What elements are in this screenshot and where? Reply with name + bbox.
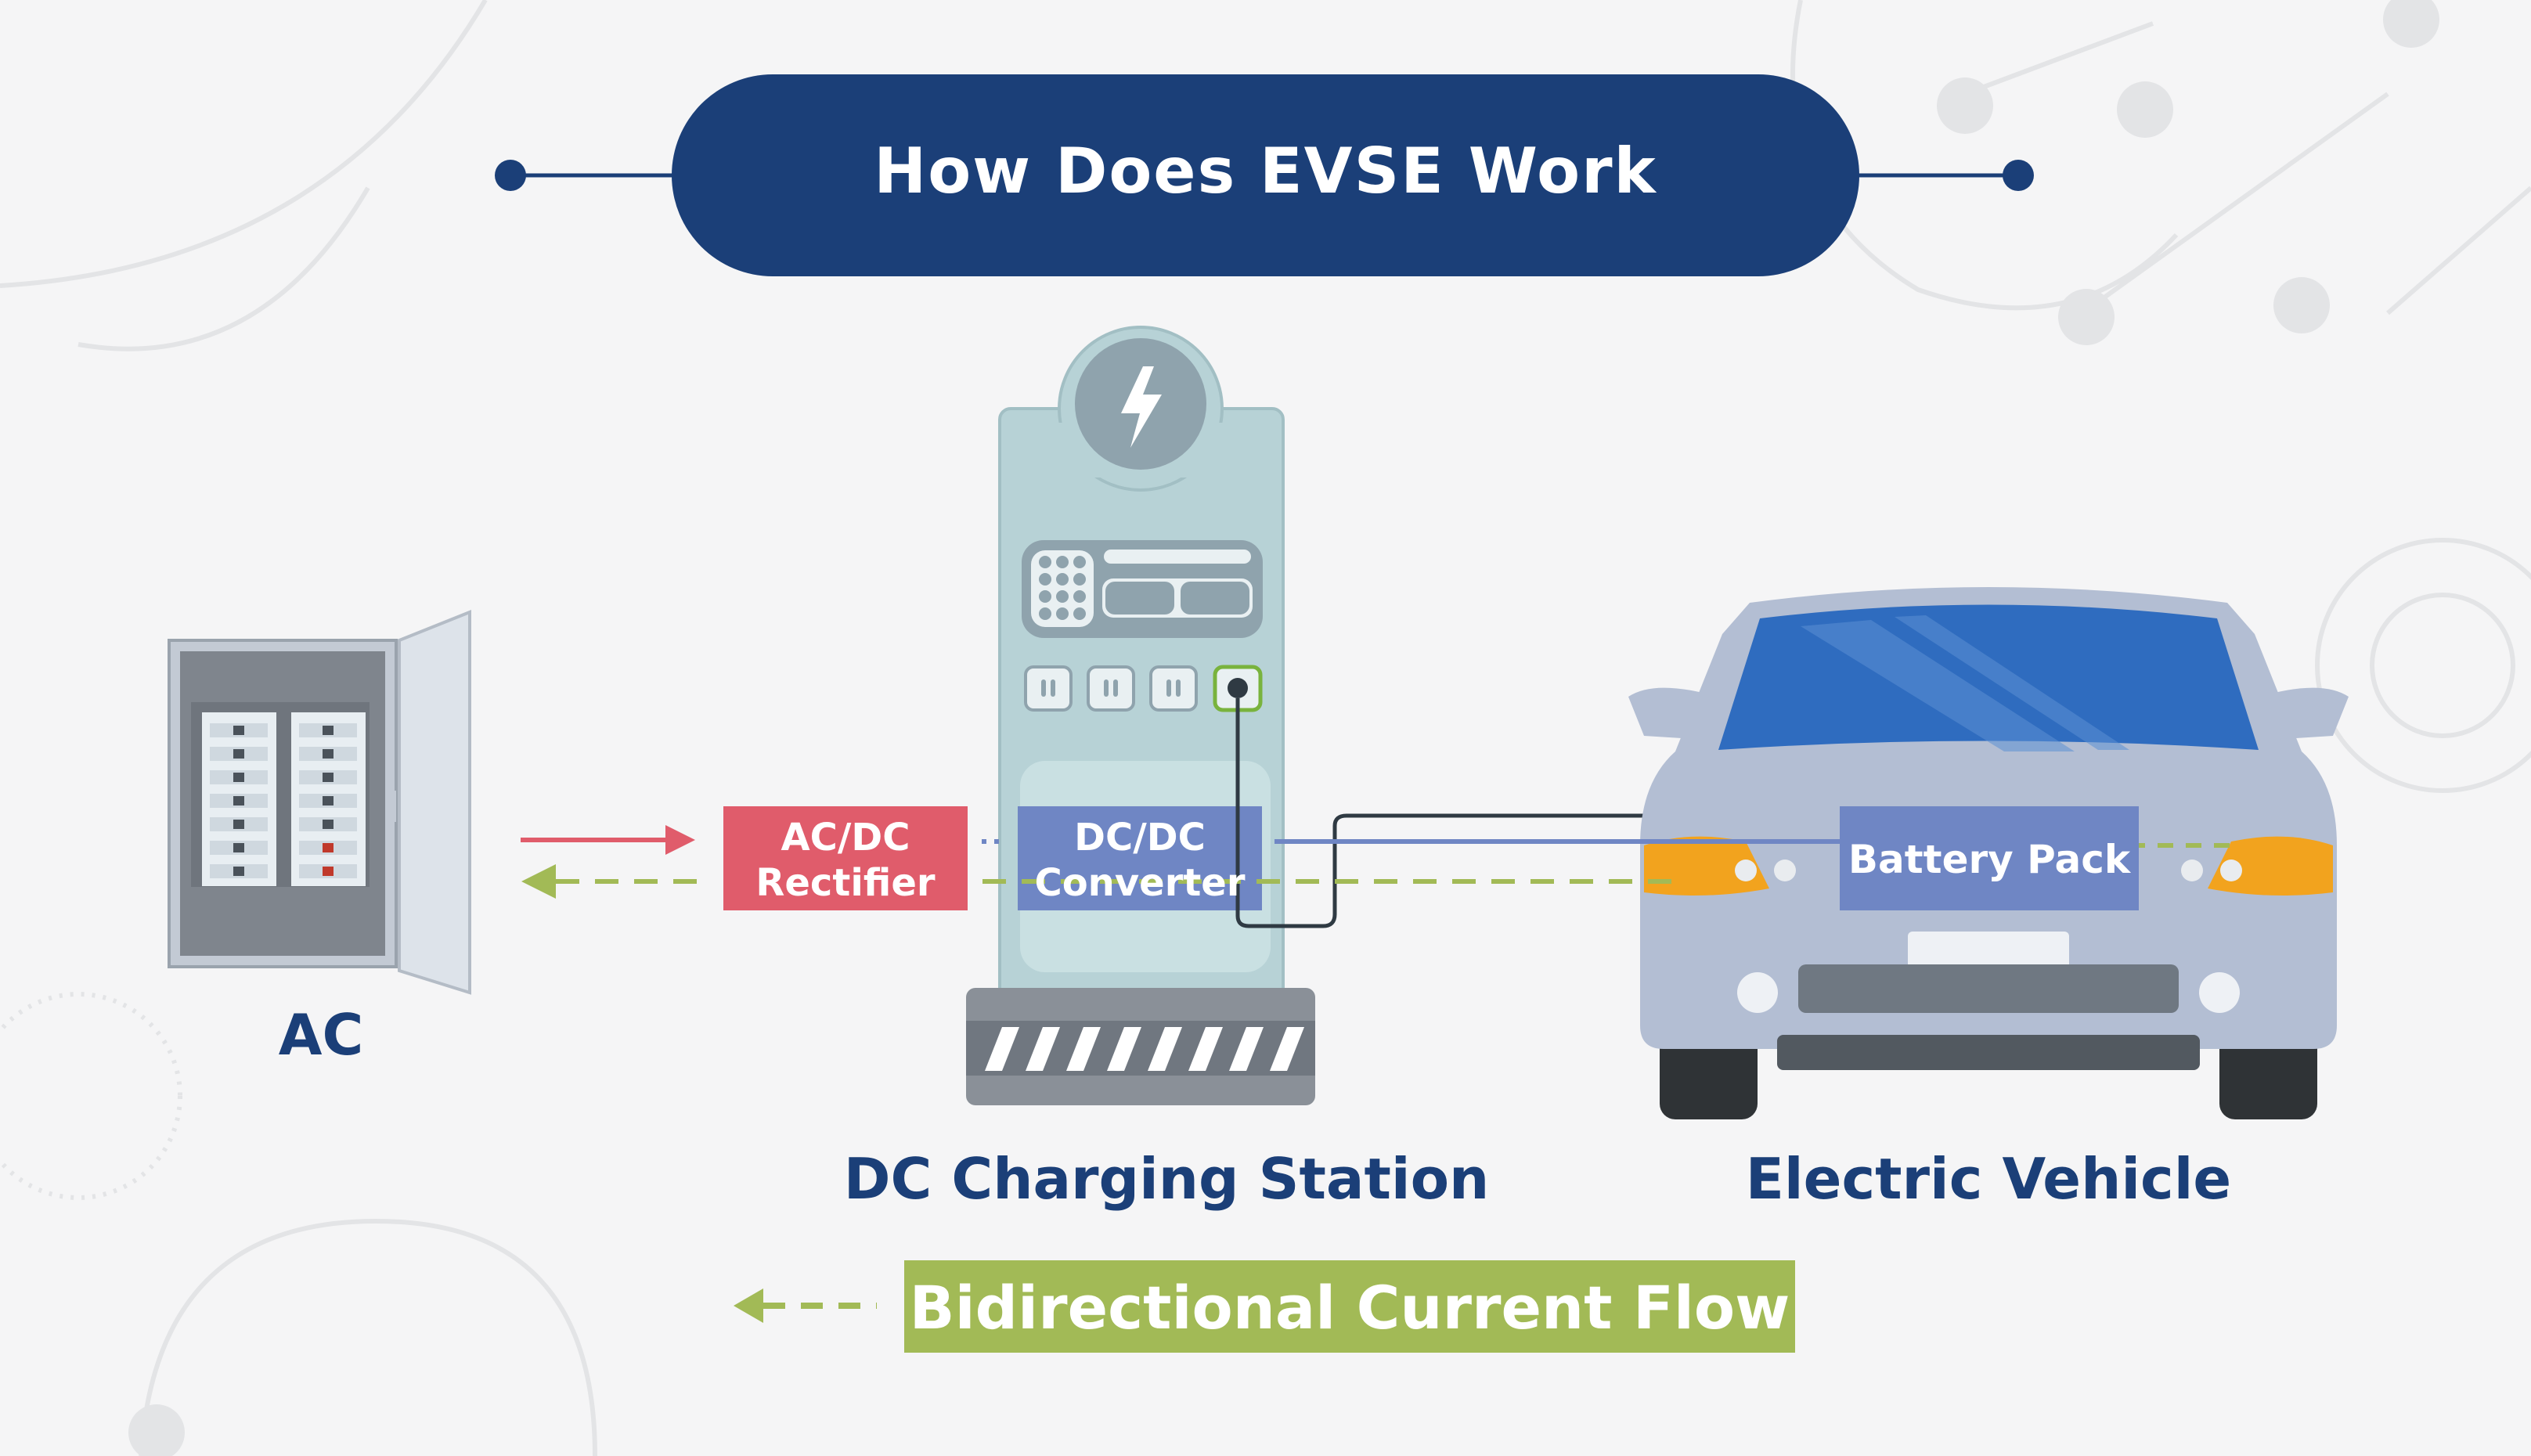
charging-station bbox=[966, 326, 1315, 1105]
converter-label: DC/DC Converter bbox=[1018, 815, 1262, 906]
hazard-stripe bbox=[1066, 1027, 1101, 1071]
breaker-switch bbox=[233, 773, 244, 782]
rectifier-label-line1: AC/DC bbox=[781, 816, 910, 860]
keypad-key bbox=[1039, 573, 1051, 586]
keypad-key bbox=[1073, 590, 1086, 603]
legend-label: Bidirectional Current Flow bbox=[909, 1273, 1790, 1342]
ac-breaker-panel bbox=[168, 610, 471, 995]
charging-cable bbox=[1235, 698, 1675, 928]
hazard-stripe bbox=[1148, 1027, 1182, 1071]
hazard-stripe bbox=[985, 1027, 1019, 1071]
reverse-flow-arrow-left bbox=[521, 864, 712, 899]
vehicle-label: Electric Vehicle bbox=[1745, 1146, 2232, 1212]
title-bar bbox=[495, 74, 2034, 276]
keypad-key bbox=[1039, 556, 1051, 568]
breaker-switch bbox=[323, 796, 334, 805]
hazard-stripe bbox=[1026, 1027, 1060, 1071]
keypad-key bbox=[1073, 607, 1086, 620]
socket-pin bbox=[1051, 679, 1055, 697]
breaker-switch bbox=[323, 726, 334, 735]
dashed-arrow-left-icon bbox=[734, 1288, 877, 1323]
lightning-bolt-icon bbox=[1121, 366, 1162, 448]
socket-pin bbox=[1166, 679, 1171, 697]
keypad-key bbox=[1056, 556, 1069, 568]
hazard-stripe bbox=[1107, 1027, 1141, 1071]
battery-pack-label: Battery Pack bbox=[1848, 837, 2131, 882]
dc-dc-converter-box bbox=[1018, 806, 1262, 910]
converter-label-line1: DC/DC bbox=[1074, 816, 1206, 860]
keypad-key bbox=[1056, 607, 1069, 620]
keypad-key bbox=[1039, 607, 1051, 620]
keypad-key bbox=[1073, 556, 1086, 568]
breaker-switch bbox=[323, 820, 334, 829]
legend-box bbox=[904, 1260, 1795, 1353]
keypad-key bbox=[1056, 590, 1069, 603]
breaker-switch bbox=[233, 867, 244, 876]
keypad-key bbox=[1056, 573, 1069, 586]
socket-pin bbox=[1113, 679, 1118, 697]
breaker-switch bbox=[323, 749, 334, 759]
breaker-switch bbox=[233, 796, 244, 805]
battery-pack-box bbox=[1840, 806, 2139, 910]
station-label: DC Charging Station bbox=[843, 1146, 1490, 1212]
socket-pin bbox=[1104, 679, 1109, 697]
rectifier-label: AC/DC Rectifier bbox=[723, 815, 968, 906]
ac-label: AC bbox=[278, 1002, 364, 1068]
ac-dc-rectifier-box bbox=[723, 806, 968, 910]
socket-pin bbox=[1176, 679, 1181, 697]
breaker-switch bbox=[323, 867, 334, 876]
breaker-switch bbox=[323, 843, 334, 852]
hazard-stripe bbox=[1229, 1027, 1264, 1071]
arrow-right-icon bbox=[521, 825, 695, 855]
breaker-switch bbox=[233, 726, 244, 735]
breaker-rows bbox=[210, 723, 357, 878]
converter-label-line2: Converter bbox=[1034, 861, 1246, 905]
rectifier-label-line2: Rectifier bbox=[755, 861, 936, 905]
keypad-icon bbox=[1031, 550, 1094, 627]
breaker-switch bbox=[233, 749, 244, 759]
breaker-switch bbox=[323, 773, 334, 782]
breaker-switch bbox=[233, 843, 244, 852]
hazard-stripe bbox=[1188, 1027, 1223, 1071]
hazard-stripe bbox=[1270, 1027, 1304, 1071]
socket-pin bbox=[1041, 679, 1046, 697]
keypad-key bbox=[1039, 590, 1051, 603]
background-dots bbox=[128, 0, 2439, 1456]
breaker-switch bbox=[233, 820, 244, 829]
page-title: How Does EVSE Work bbox=[874, 135, 1657, 207]
keypad-key bbox=[1073, 573, 1086, 586]
